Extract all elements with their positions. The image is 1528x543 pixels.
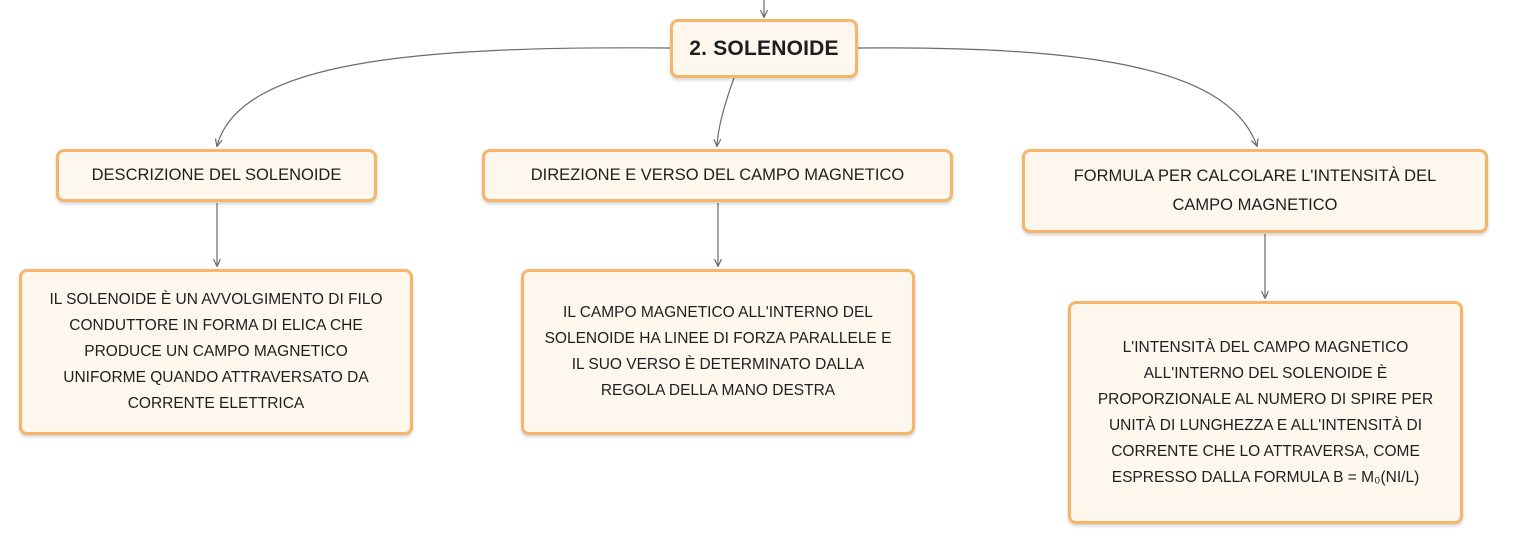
root-node-solenoide[interactable]: 2. SOLENOIDE (670, 19, 858, 78)
root-node-label: 2. SOLENOIDE (689, 36, 839, 60)
topic-node-formula[interactable]: FORMULA PER CALCOLARE L'INTENSITÀ DEL CA… (1022, 149, 1488, 233)
detail-node-descrizione[interactable]: IL SOLENOIDE È UN AVVOLGIMENTO DI FILO C… (19, 269, 413, 435)
connector-root-to-descrizione (217, 47, 671, 146)
topic-node-label: DIREZIONE E VERSO DEL CAMPO MAGNETICO (530, 166, 905, 184)
detail-node-direzione[interactable]: IL CAMPO MAGNETICO ALL'INTERNO DEL SOLEN… (521, 269, 915, 435)
connector-root-to-direzione (717, 77, 735, 146)
detail-node-text: IL CAMPO MAGNETICO ALL'INTERNO DEL SOLEN… (544, 304, 892, 399)
detail-node-formula[interactable]: L'INTENSITÀ DEL CAMPO MAGNETICO ALL'INTE… (1068, 301, 1463, 524)
topic-node-label: FORMULA PER CALCOLARE L'INTENSITÀ DEL CA… (1073, 167, 1437, 214)
topic-node-label: DESCRIZIONE DEL SOLENOIDE (91, 166, 342, 184)
detail-node-text: L'INTENSITÀ DEL CAMPO MAGNETICO ALL'INTE… (1097, 338, 1434, 486)
topic-node-direzione[interactable]: DIREZIONE E VERSO DEL CAMPO MAGNETICO (482, 149, 953, 202)
connector-root-to-formula (857, 47, 1257, 146)
topic-node-descrizione[interactable]: DESCRIZIONE DEL SOLENOIDE (56, 149, 377, 202)
detail-node-text: IL SOLENOIDE È UN AVVOLGIMENTO DI FILO C… (49, 291, 383, 412)
